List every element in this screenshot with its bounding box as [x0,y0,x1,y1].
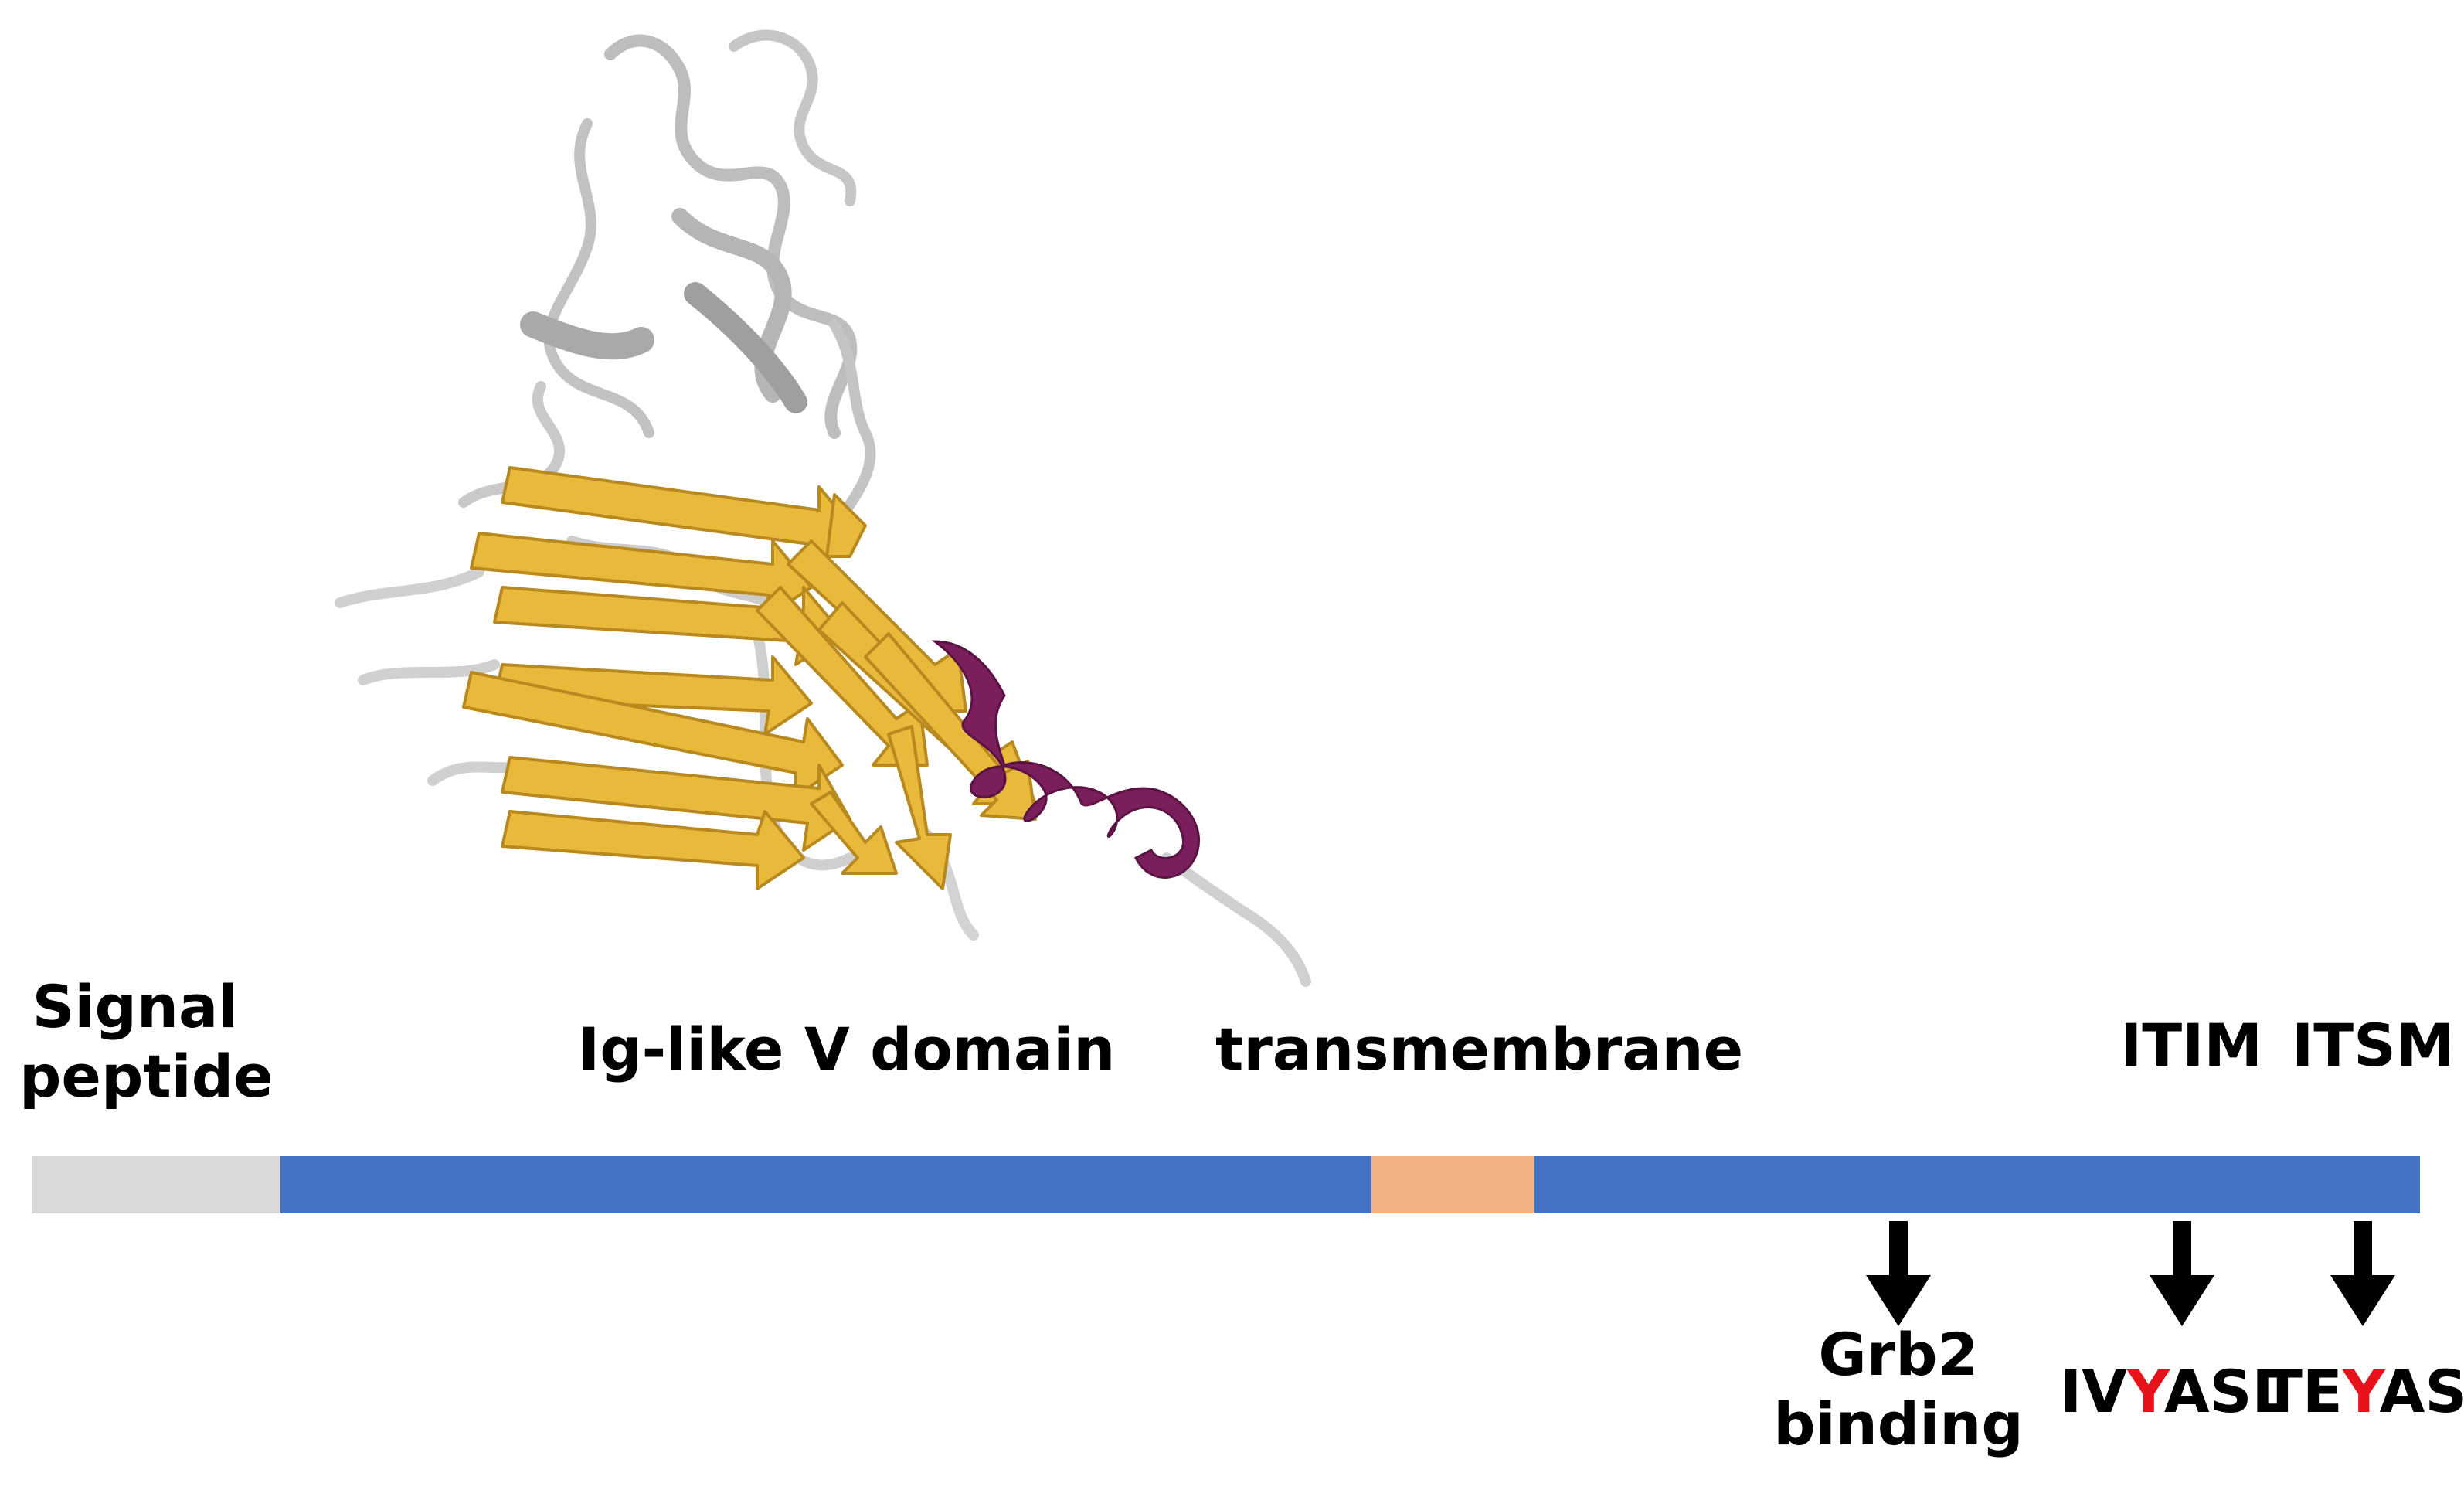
itsm-seq-tyrosine: Y [2342,1357,2380,1426]
alpha-helix [931,640,1200,879]
itsm-seq-after: ASI [2379,1357,2464,1426]
itim-label: ITIM [2120,1011,2263,1080]
itsm-seq-before: TE [2262,1357,2343,1426]
grb2-binding-label-line2: binding [1773,1389,2024,1458]
itsm-label: ITSM [2292,1011,2455,1080]
transmembrane-label: transmembrane [1215,1015,1744,1083]
itsm-arrow [2330,1221,2395,1326]
grb2-arrow [1866,1221,1931,1326]
itim-seq-before: IV [2060,1357,2128,1426]
grb2-binding-label: Grb2 binding [1771,1320,2026,1458]
beta-strands [462,466,1037,890]
ig-like-v-domain-segment [280,1156,1371,1213]
ig-like-v-domain-label: Ig-like V domain [578,1015,1116,1083]
signal-peptide-label: Signal peptide [19,972,274,1111]
signal-peptide-label-line1: Signal [32,972,239,1041]
signal-peptide-segment [32,1156,280,1213]
signal-peptide-label-line2: peptide [19,1041,274,1111]
cytoplasmic-segment [1534,1156,2420,1213]
itim-seq-after: ASL [2163,1357,2289,1426]
itim-seq-tyrosine: Y [2127,1357,2164,1426]
transmembrane-segment [1371,1156,1534,1213]
itim-sequence: IVYASL [2060,1357,2289,1427]
itim-arrow [2150,1221,2214,1326]
itsm-sequence: TEYASI [2262,1357,2464,1427]
grb2-binding-label-line1: Grb2 [1818,1320,1979,1389]
